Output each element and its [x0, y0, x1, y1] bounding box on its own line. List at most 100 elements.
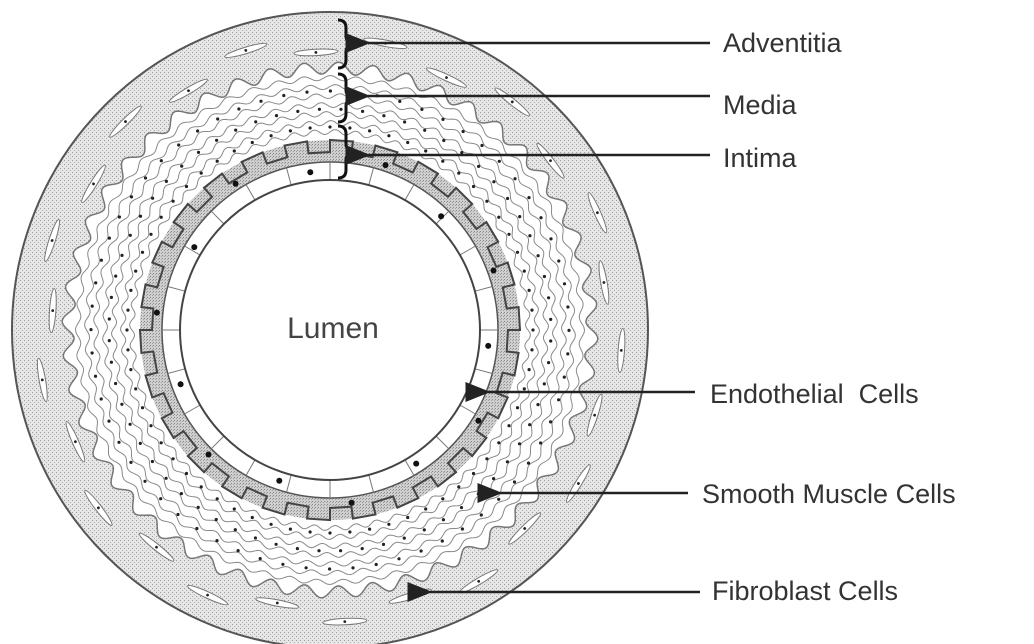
endothelial-cells-label: Endothelial Cells [710, 379, 919, 409]
smooth-muscle-cell [185, 472, 188, 475]
smooth-muscle-cell [528, 368, 531, 371]
endothelial-cell-nucleus [178, 381, 184, 387]
smooth-muscle-cell [91, 305, 94, 308]
smooth-muscle-cell [549, 420, 552, 423]
smooth-muscle-cell [460, 151, 463, 154]
smooth-muscle-cell [423, 528, 426, 531]
smooth-muscle-cell [296, 110, 299, 113]
smooth-muscle-cell [149, 233, 152, 236]
intima-label: Intima [723, 143, 798, 173]
smooth-muscle-cell [539, 216, 542, 219]
smooth-muscle-cell [485, 457, 488, 460]
smooth-muscle-cell [108, 237, 111, 240]
smooth-muscle-cell [289, 129, 292, 132]
smooth-muscle-cell [270, 134, 273, 137]
smooth-muscle-cell [472, 185, 475, 188]
smooth-muscle-cell [442, 518, 445, 521]
smooth-muscle-cell [567, 329, 570, 332]
smooth-muscle-cell [328, 125, 331, 128]
smooth-muscle-cell [329, 89, 332, 92]
fibroblast-cells-label: Fibroblast Cells [712, 576, 898, 606]
adventitia-label: Adventitia [723, 28, 843, 58]
smooth-muscle-cell [159, 497, 162, 500]
smooth-muscle-cell [197, 151, 200, 154]
smooth-muscle-cell [89, 328, 92, 331]
smooth-muscle-cell [143, 480, 146, 483]
smooth-muscle-cell [318, 108, 321, 111]
smooth-muscle-cell [543, 382, 546, 385]
smooth-muscle-cell [460, 506, 463, 509]
smooth-muscle-cell [485, 200, 488, 203]
smooth-muscle-cell [328, 531, 331, 534]
smooth-muscle-cell [513, 177, 516, 180]
smooth-muscle-cell [200, 485, 203, 488]
smooth-muscle-cell [420, 549, 423, 552]
smooth-muscle-cell [480, 513, 483, 516]
smooth-muscle-cell [317, 549, 320, 552]
smooth-muscle-cell [497, 441, 500, 444]
smooth-muscle-cell [492, 477, 495, 480]
smooth-muscle-cell [110, 361, 113, 364]
smooth-muscle-cell [134, 270, 137, 273]
smooth-muscle-cell [497, 498, 500, 501]
smooth-muscle-cell [382, 543, 385, 546]
smooth-muscle-cell [216, 497, 219, 500]
smooth-muscle-cell [397, 557, 400, 560]
endothelial-cell-nucleus [206, 452, 212, 458]
smooth-muscle-cells-label: Smooth Muscle Cells [702, 479, 956, 509]
endothelial-cell-nucleus [191, 244, 197, 250]
smooth-muscle-cell [348, 530, 351, 533]
smooth-muscle-cell [518, 442, 521, 445]
smooth-muscle-cell [216, 160, 219, 163]
smooth-muscle-cell [126, 348, 129, 351]
smooth-muscle-cell [506, 197, 509, 200]
smooth-muscle-cell [549, 318, 552, 321]
smooth-muscle-cell [457, 485, 460, 488]
smooth-muscle-cell [528, 423, 531, 426]
smooth-muscle-cell [185, 185, 188, 188]
smooth-muscle-cell [215, 539, 218, 542]
smooth-muscle-cell [94, 281, 97, 284]
endothelial-cell-nucleus [413, 461, 419, 467]
smooth-muscle-cell [557, 398, 560, 401]
smooth-muscle-cell [251, 141, 254, 144]
smooth-muscle-cell [149, 424, 152, 427]
smooth-muscle-cell [200, 172, 203, 175]
smooth-muscle-cell [328, 567, 331, 570]
smooth-muscle-cell [110, 296, 113, 299]
smooth-muscle-cell [563, 376, 566, 379]
smooth-muscle-cell [361, 110, 364, 113]
smooth-muscle-cell [348, 126, 351, 129]
endothelial-cell-nucleus [491, 268, 497, 274]
smooth-muscle-cell [129, 234, 132, 237]
smooth-muscle-cell [305, 566, 308, 569]
smooth-muscle-cell [254, 536, 257, 539]
endothelial-cell-nucleus [154, 310, 160, 316]
smooth-muscle-cell [457, 172, 460, 175]
smooth-muscle-cell [528, 234, 531, 237]
smooth-muscle-cell [361, 547, 364, 550]
smooth-muscle-cell [547, 296, 550, 299]
smooth-muscle-cell [441, 497, 444, 500]
smooth-muscle-cell [129, 289, 132, 292]
smooth-muscle-cell [539, 441, 542, 444]
smooth-muscle-cell [368, 528, 371, 531]
smooth-muscle-cell [160, 159, 163, 162]
smooth-muscle-cell [139, 215, 142, 218]
smooth-muscle-cell [403, 120, 406, 123]
smooth-muscle-cell [549, 339, 552, 342]
smooth-muscle-cell [165, 180, 168, 183]
endothelial-cell-nucleus [349, 500, 355, 506]
smooth-muscle-cell [275, 114, 278, 117]
smooth-muscle-cell [289, 528, 292, 531]
smooth-muscle-cell [368, 129, 371, 132]
smooth-muscle-cell [160, 216, 163, 219]
smooth-muscle-cell [305, 91, 308, 94]
smooth-muscle-cell [195, 527, 198, 530]
smooth-muscle-cell [537, 254, 540, 257]
smooth-muscle-cell [531, 328, 534, 331]
smooth-muscle-cell [144, 176, 147, 179]
smooth-muscle-cell [254, 120, 257, 123]
smooth-muscle-cell [165, 477, 168, 480]
smooth-muscle-cell [130, 195, 133, 198]
